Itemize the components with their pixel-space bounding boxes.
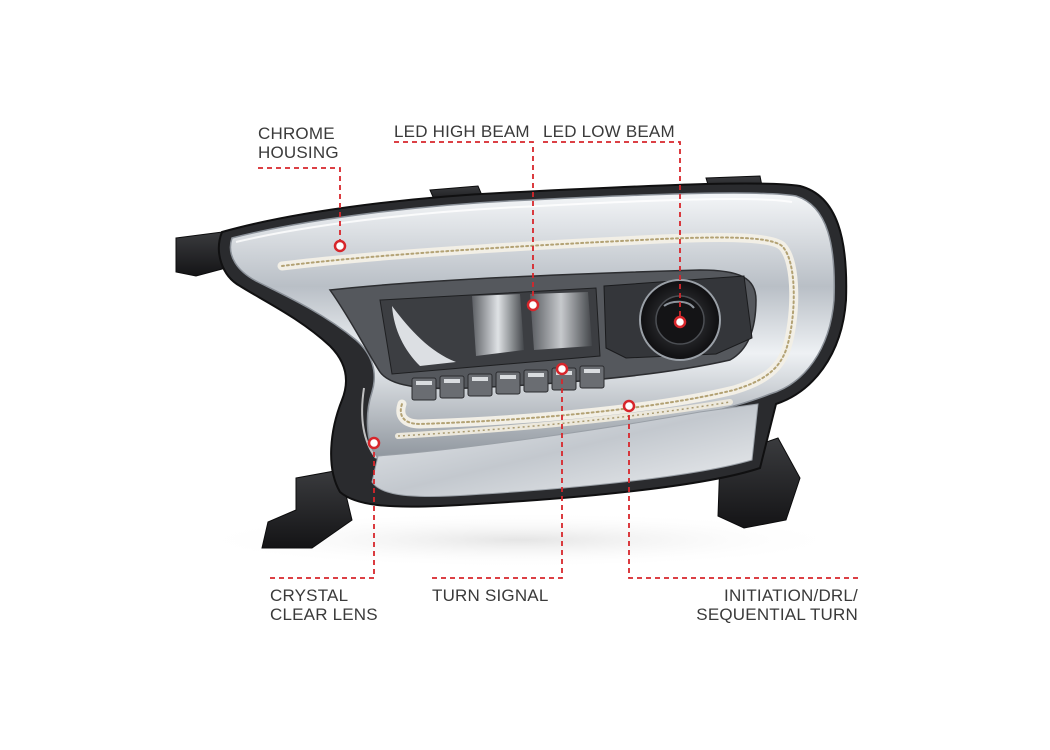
leader-lines <box>258 141 858 579</box>
marker-turn-signal <box>555 362 569 376</box>
label-led-high-beam: LED HIGH BEAM <box>394 122 530 141</box>
lower-lens-skirt <box>371 403 759 497</box>
label-chrome-housing-line1: CHROME <box>258 124 335 143</box>
leader-turn-signal <box>432 369 563 579</box>
label-led-low-beam-text: LED LOW BEAM <box>543 122 675 141</box>
marker-initiation-drl <box>622 399 636 413</box>
callout-markers <box>333 239 687 450</box>
label-initiation-drl: INITIATION/DRL/ SEQUENTIAL TURN <box>652 586 858 624</box>
leader-crystal-clear-lens <box>270 443 375 579</box>
marker-led-low-beam <box>673 315 687 329</box>
label-turn-signal-text: TURN SIGNAL <box>432 586 549 605</box>
leader-initiation-drl <box>628 406 858 579</box>
label-crystal-clear-lens: CRYSTAL CLEAR LENS <box>270 586 378 624</box>
label-turn-signal: TURN SIGNAL <box>432 586 549 605</box>
marker-chrome-housing <box>333 239 347 253</box>
label-initiation-drl-line2: SEQUENTIAL TURN <box>696 605 858 624</box>
label-initiation-drl-line1: INITIATION/DRL/ <box>724 586 858 605</box>
label-crystal-clear-lens-line1: CRYSTAL <box>270 586 349 605</box>
chrome-edge-highlight <box>235 198 793 243</box>
label-chrome-housing: CHROME HOUSING <box>258 124 339 162</box>
leader-led-low-beam <box>543 141 681 322</box>
label-led-high-beam-text: LED HIGH BEAM <box>394 122 530 141</box>
high-beam-module <box>379 287 601 375</box>
leader-led-high-beam <box>394 141 534 305</box>
leader-chrome-housing <box>258 167 341 246</box>
label-chrome-housing-line2: HOUSING <box>258 143 339 162</box>
floor-shadow <box>190 512 850 568</box>
label-led-low-beam: LED LOW BEAM <box>543 122 675 141</box>
marker-crystal-clear-lens <box>367 436 381 450</box>
marker-led-high-beam <box>526 298 540 312</box>
label-crystal-clear-lens-line2: CLEAR LENS <box>270 605 378 624</box>
